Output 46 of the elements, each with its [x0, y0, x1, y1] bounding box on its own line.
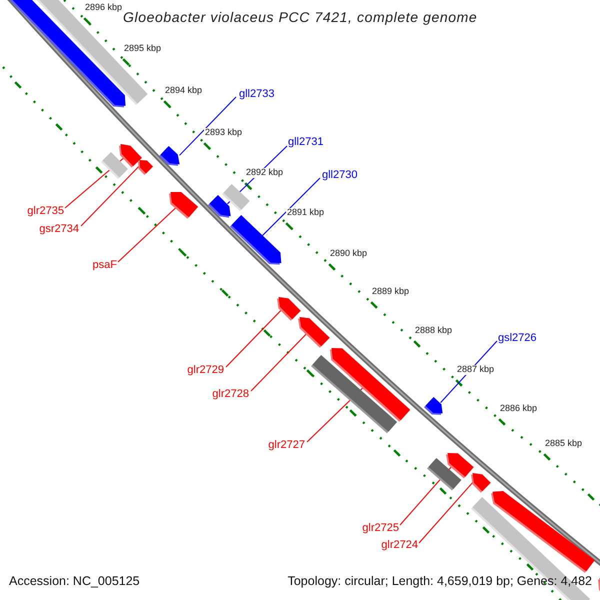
gene-label: gll2733 [239, 88, 274, 100]
genome-info-text: Topology: circular; Length: 4,659,019 bp; Genes: 4,482 [288, 575, 592, 589]
gene-marker [470, 473, 490, 493]
gene-marker [159, 146, 180, 166]
gene-marker [276, 297, 300, 321]
position-label: 2892 kbp [245, 168, 284, 178]
position-label: 2894 kbp [164, 86, 204, 96]
leader-line [226, 308, 282, 368]
gene-marker [138, 160, 153, 176]
gene-label: glr2727 [268, 438, 305, 452]
gene-label: glr2725 [362, 522, 399, 534]
gene-label: psaF [92, 258, 117, 272]
position-label: 2895 kbp [123, 44, 162, 54]
leader-line [250, 332, 308, 392]
position-label: 2889 kbp [371, 287, 410, 297]
position-label: 2896 kbp [84, 3, 124, 13]
gene-bar [426, 458, 461, 491]
leader-line [262, 178, 320, 236]
position-label: 2893 kbp [204, 128, 244, 138]
gene-marker [168, 192, 198, 219]
genome-info-text: Accession: NC_005125 [9, 575, 140, 589]
position-label: 2885 kbp [544, 439, 584, 449]
leader-line [118, 206, 178, 262]
gene-label: gll2731 [288, 136, 324, 148]
position-label: 2890 kbp [329, 249, 368, 259]
gene-marker [424, 396, 443, 414]
position-label: 2887 kbp [456, 365, 496, 375]
leader-line [179, 96, 236, 156]
gene-marker [208, 194, 231, 218]
position-label: 2888 kbp [414, 326, 454, 336]
leader-line [80, 166, 140, 226]
gene-label: gsl2726 [498, 332, 537, 344]
leader-line [418, 482, 474, 544]
position-label: 2891 kbp [286, 208, 326, 218]
gene-marker [230, 214, 281, 264]
diagram-title: Gloeobacter violaceus PCC 7421, complete genome [123, 9, 478, 25]
gene-label: glr2729 [187, 364, 224, 376]
gene-marker [118, 144, 142, 168]
gene-label: gll2730 [322, 168, 358, 182]
gene-marker [298, 317, 330, 348]
gene-label: glr2728 [212, 388, 249, 400]
gene-bar [311, 355, 398, 434]
position-label: 2886 kbp [499, 404, 538, 414]
gene-label: gsr2734 [39, 222, 79, 236]
gene-label: glr2724 [381, 538, 418, 552]
gene-label: glr2735 [27, 204, 64, 218]
